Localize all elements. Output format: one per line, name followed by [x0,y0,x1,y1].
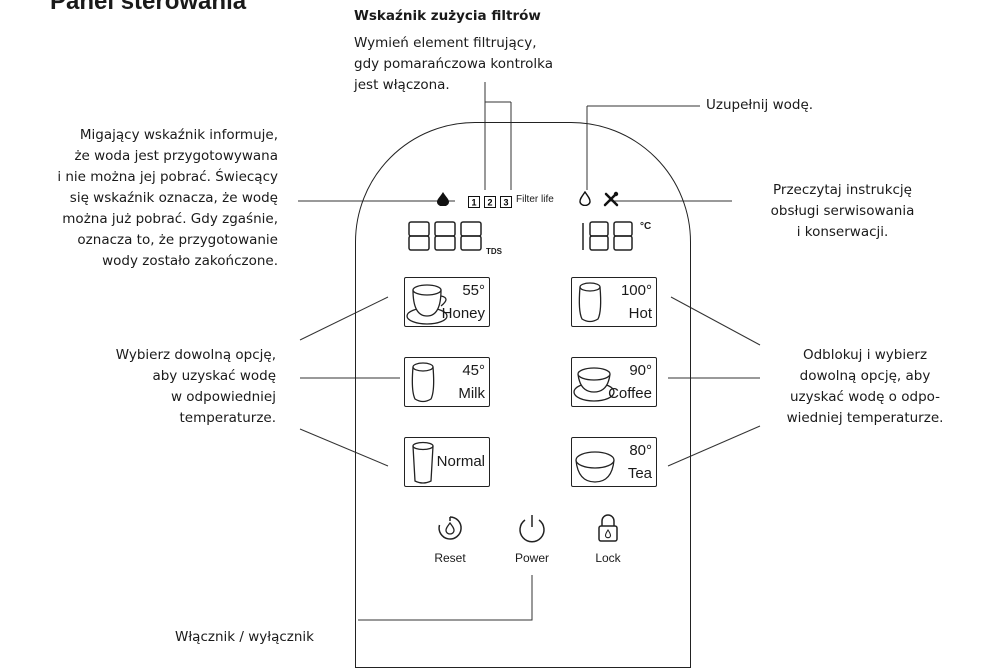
select-option-note: Wybierz dowolną opcję, aby uzyskać wodę … [115,347,276,426]
normal-label: Normal [436,453,485,470]
normal-leader-line [299,428,389,467]
tea-leader-line [667,425,761,467]
tea-label: Tea [627,465,652,482]
tools-icon [603,191,619,211]
tea-button[interactable]: 80° Tea [571,437,657,487]
tea-bowl-icon [575,451,615,483]
filter-number-2: 2 [487,198,492,208]
normal-button[interactable]: Normal [404,437,490,487]
tds-display [408,220,486,260]
glass-icon [578,282,602,323]
reset-label: Reset [434,551,466,565]
filter-indicator-2: 2 [484,193,496,212]
hot-leader-line [670,296,761,346]
lock-label: Lock [595,551,621,565]
power-note: Włącznik / wyłącznik [175,629,314,645]
reset-control[interactable] [437,515,463,547]
hot-label: Hot [628,305,652,322]
tds-unit: TDS [486,247,502,256]
coffee-label: Coffee [608,385,652,402]
honey-label: Honey [441,305,485,322]
filter-indicator-1: 1 [468,193,480,212]
temperature-display [577,220,637,260]
honey-temperature: 55° [462,282,485,299]
tall-glass-icon [412,441,434,484]
glass-icon [411,362,435,403]
unlock-option-note: Odblokuj i wybierz dowolną opcję, aby uz… [786,347,944,426]
coffee-temperature: 90° [629,362,652,379]
coffee-cup-icon [573,367,615,402]
tea-temperature: 80° [629,442,652,459]
cup-saucer-icon [406,284,448,325]
hot-temperature: 100° [620,282,652,299]
reset-icon [438,516,462,540]
water-drop-filled-icon [437,191,449,210]
hot-button[interactable]: 100° Hot [571,277,657,327]
page-title: Panel sterowania [50,0,247,15]
filter-indicator-title: Wskaźnik zużycia filtrów [354,8,541,24]
lock-control[interactable] [597,513,619,547]
temperature-unit: °C [640,221,652,232]
power-control[interactable] [516,513,548,549]
filter-number-3: 3 [503,198,508,208]
power-label: Power [514,551,549,565]
milk-label: Milk [458,385,485,402]
milk-temperature: 45° [462,362,485,379]
filter-indicator-text: Wymień element filtrujący, gdy pomarańcz… [354,35,553,93]
honey-button[interactable]: 55° Honey [404,277,490,327]
honey-leader-line [299,296,389,341]
lock-icon [598,514,618,542]
coffee-button[interactable]: 90° Coffee [571,357,657,407]
power-icon [519,515,545,543]
filter-leader-line [484,82,512,190]
refill-note: Uzupełnij wodę. [706,97,814,113]
status-indicator-note: Migający wskaźnik informuje, że woda jes… [57,127,278,269]
service-note: Przeczytaj instrukcję obsługi serwisowan… [770,182,915,240]
filter-indicator-3: 3 [500,193,512,212]
water-drop-outline-icon [579,190,591,210]
filter-life-label: Filter life [516,194,554,205]
filter-number-1: 1 [471,198,476,208]
milk-button[interactable]: 45° Milk [404,357,490,407]
